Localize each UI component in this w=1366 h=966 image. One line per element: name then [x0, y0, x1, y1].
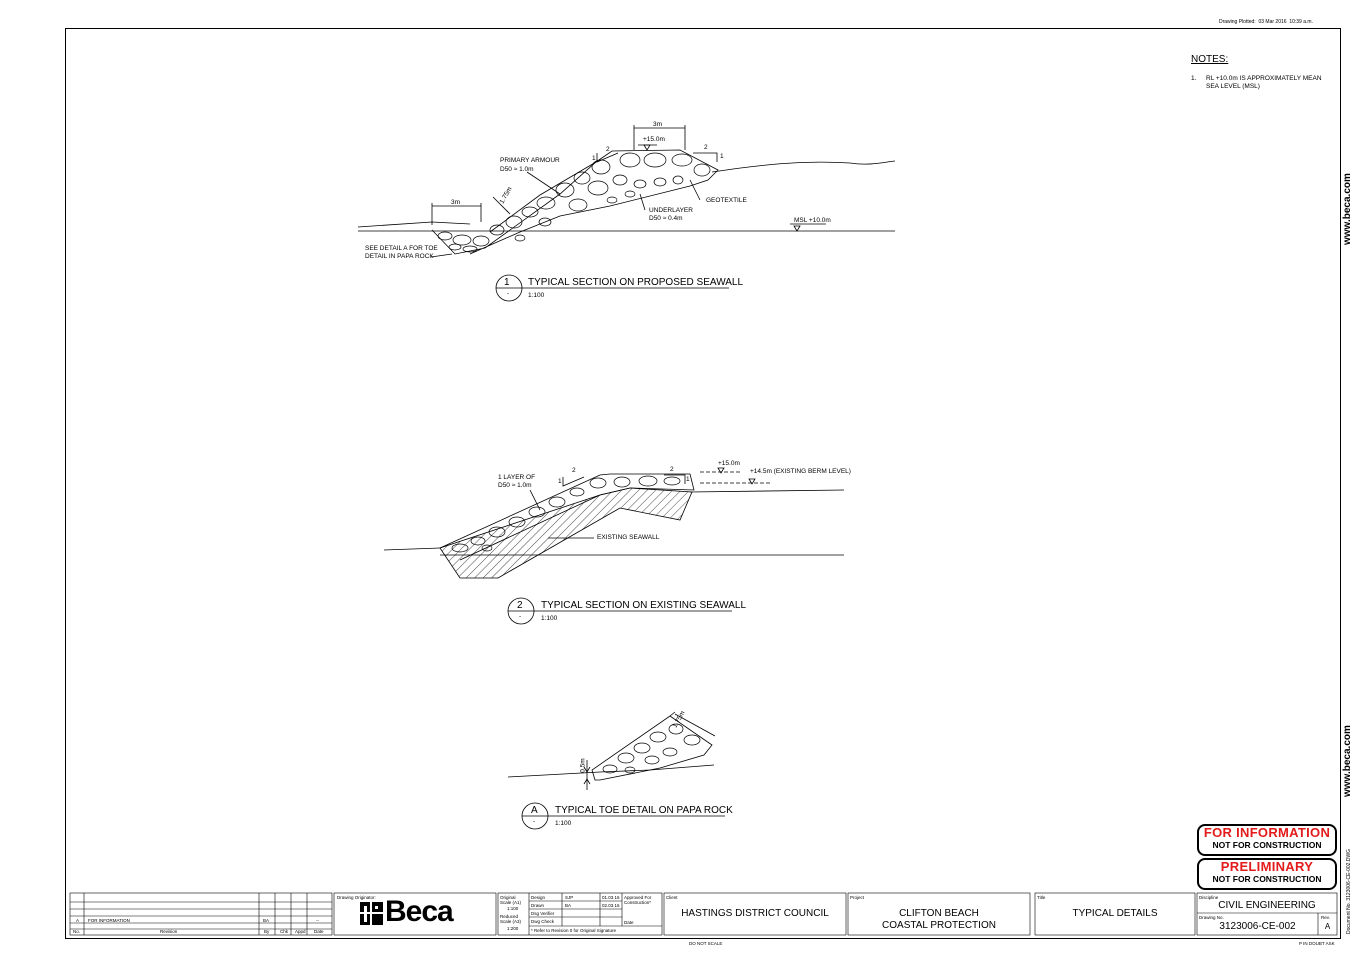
- s2-slope-rise-right: 1: [686, 476, 690, 483]
- note-1-line2: SEA LEVEL (MSL): [1206, 83, 1260, 90]
- s1-marker-number: 1: [504, 277, 510, 288]
- drawn-by: BA: [565, 903, 572, 908]
- s1-marker-sub: -: [507, 290, 510, 297]
- s1-slope-run-right: 2: [704, 144, 708, 151]
- s2-scale: 1:100: [541, 615, 558, 622]
- rev-header-no: No.: [73, 929, 81, 934]
- reduced-scale: 1:200: [507, 926, 519, 931]
- plot-info: Drawing Plotted: 03 Mar 2016 10:39 a.m.: [1219, 19, 1313, 25]
- sA-marker-sub: -: [533, 818, 536, 825]
- client-name: HASTINGS DISTRICT COUNCIL: [681, 908, 829, 919]
- drawing-number: 3123006-CE-002: [1219, 921, 1296, 932]
- s2-marker-number: 2: [517, 600, 523, 611]
- note-1-num: 1.: [1191, 75, 1197, 82]
- dsg-verifier-label: Dsg Verifier: [531, 911, 555, 916]
- sA-depth: 0.5m: [579, 758, 587, 773]
- s2-berm-level: +14.5m (EXISTING BERM LEVEL): [750, 468, 851, 475]
- sA-title: TYPICAL TOE DETAIL ON PAPA ROCK: [555, 805, 733, 816]
- website-bottom: www.beca.com: [1342, 725, 1353, 797]
- design-by: SJP: [565, 895, 574, 900]
- project-label: Project: [850, 895, 865, 900]
- preliminary-stamp: PRELIMINARY NOT FOR CONSTRUCTION: [1197, 858, 1337, 890]
- sheet-note: P IN DOUBT ASK: [1299, 941, 1335, 946]
- approved-label-1: Approved For: [624, 895, 652, 900]
- s1-top-width: 3m: [653, 121, 663, 128]
- s1-toe-width: 3m: [451, 199, 461, 206]
- approved-date-label: Date: [624, 920, 634, 925]
- project-line-2: COASTAL PROTECTION: [882, 920, 996, 931]
- do-not-scale: DO NOT SCALE: [689, 941, 723, 946]
- notes-heading: NOTES:: [1191, 54, 1229, 65]
- rev-header-appd: Appd: [295, 929, 306, 934]
- rev-a-no: A: [76, 918, 80, 923]
- client-label: Client: [666, 895, 678, 900]
- s1-underlayer: UNDERLAYER: [649, 207, 693, 214]
- s1-primary-d50: D50 ≈ 1.0m: [500, 166, 534, 173]
- reduced-scale-label: Reduced: [500, 914, 519, 919]
- s1-slope-rise-left: 1: [592, 155, 596, 162]
- design-date: 01.03.16: [602, 895, 620, 900]
- website-top: www.beca.com: [1342, 173, 1353, 245]
- s1-scale: 1:100: [528, 292, 545, 299]
- s1-slope-run-left: 2: [606, 146, 610, 153]
- drawn-label: Drawn: [531, 903, 545, 908]
- document-number: Document No. 3123006-CE-002.DWG: [1346, 848, 1352, 934]
- beca-logo-mark: [360, 902, 383, 925]
- drawn-date: 02.03.16: [602, 903, 620, 908]
- drawing-title: TYPICAL DETAILS: [1072, 908, 1158, 919]
- s2-slope-run-left: 2: [572, 467, 576, 474]
- rev-a-date: --: [316, 918, 319, 923]
- note-1-line1: RL +10.0m IS APPROXIMATELY MEAN: [1206, 75, 1322, 82]
- drawing-sheet-border: [65, 28, 1341, 939]
- original-scale-label-2: Scale (A1): [500, 900, 522, 905]
- title-label: Title: [1037, 895, 1046, 900]
- beca-logo-text: Beca: [385, 895, 454, 928]
- design-label: Design: [531, 895, 546, 900]
- originator-label: Drawing Originator:: [337, 895, 376, 900]
- discipline: CIVIL ENGINEERING: [1218, 900, 1316, 911]
- rev-header-chk: Chk: [280, 929, 289, 934]
- s1-primary-armour: PRIMARY ARMOUR: [500, 157, 560, 164]
- original-scale: 1:100: [507, 906, 519, 911]
- s2-layer-line1: 1 LAYER OF: [498, 474, 536, 481]
- project-line-1: CLIFTON BEACH: [899, 908, 979, 919]
- s1-geotextile: GEOTEXTILE: [706, 197, 747, 204]
- s1-see-detail-line1: SEE DETAIL A FOR TOE: [365, 245, 438, 252]
- s1-slope-rise-right: 1: [720, 153, 724, 160]
- refer-note: * Refer to Revision 0 for Original Signa…: [531, 928, 617, 933]
- s1-crest-level: +15.0m: [643, 136, 665, 143]
- s1-title: TYPICAL SECTION ON PROPOSED SEAWALL: [528, 277, 744, 288]
- for-information-stamp: FOR INFORMATION NOT FOR CONSTRUCTION: [1197, 824, 1337, 856]
- rev-a-desc: FOR INFORMATION: [88, 918, 130, 923]
- revision-letter: A: [1324, 922, 1331, 931]
- s1-see-detail-line2: DETAIL IN PAPA ROCK: [365, 253, 434, 260]
- rev-a-by: BA: [263, 918, 270, 923]
- s2-crest-level: +15.0m: [718, 460, 740, 467]
- original-scale-label: Original: [500, 895, 516, 900]
- beca-logo-icon: [360, 902, 383, 925]
- reduced-scale-label-2: Scale (A3): [500, 919, 522, 924]
- s2-slope-run-right: 2: [670, 466, 674, 473]
- s2-layer-line2: D50 ≈ 1.0m: [498, 482, 532, 489]
- dwg-check-label: Dwg Check: [531, 919, 555, 924]
- sA-marker-letter: A: [531, 805, 538, 816]
- rev-header-by: By: [264, 929, 270, 934]
- sA-scale: 1:100: [555, 820, 572, 827]
- rev-header-revision: Revision: [160, 929, 178, 934]
- s2-slope-rise-left: 1: [558, 478, 562, 485]
- s2-title: TYPICAL SECTION ON EXISTING SEAWALL: [541, 600, 747, 611]
- s2-marker-sub: -: [519, 613, 522, 620]
- approved-label-2: Construction*: [624, 900, 652, 905]
- discipline-label: Discipline: [1199, 895, 1219, 900]
- rev-label: Rev.: [1321, 915, 1330, 920]
- s1-msl: MSL +10.0m: [794, 217, 831, 224]
- drawing-no-label: Drawing No.: [1199, 915, 1224, 920]
- rev-header-date: Date: [314, 929, 324, 934]
- s1-underlayer-d50: D50 ≈ 0.4m: [649, 215, 683, 222]
- s2-existing-seawall: EXISTING SEAWALL: [597, 534, 660, 541]
